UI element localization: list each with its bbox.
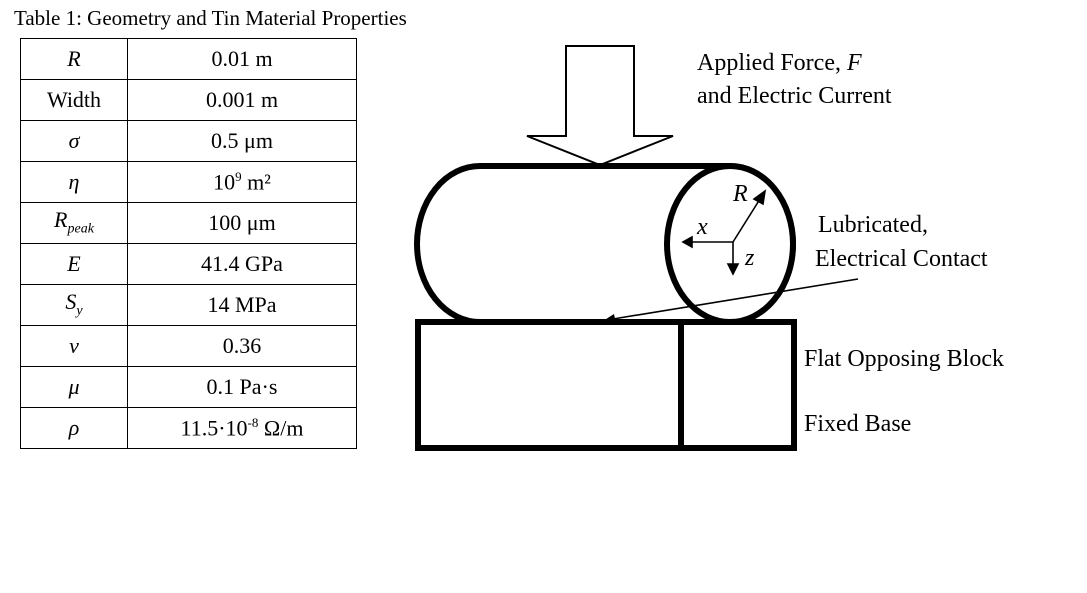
symbol-text: σ [68,128,80,153]
table-row: η 109 m² [20,161,357,203]
property-value: 109 m² [127,161,357,203]
contact-label-line1: Lubricated, [818,212,928,238]
value-text: 11.5·10 [180,415,248,441]
property-value: 41.4 GPa [127,243,357,285]
contact-leader-arrowhead [603,314,616,324]
axis-x-arrowhead [681,235,693,249]
table-row: σ 0.5 μm [20,120,357,162]
table-row: R 0.01 m [20,38,357,80]
axis-r-label: R [732,181,748,207]
value-superscript: -8 [247,415,259,431]
value-text: 0.1 Pa·s [206,374,278,399]
value-text: 0.36 [222,333,262,358]
symbol-text: ν [69,333,79,358]
table-row: ν 0.36 [20,325,357,367]
symbol-text: R [67,46,81,71]
force-label-text: Applied Force, [697,50,847,76]
symbol-text: E [67,251,81,276]
symbol-text: μ [68,374,80,399]
value-text: 41.4 GPa [201,251,283,276]
symbol-subscript: y [76,303,83,319]
block-label: Flat Opposing Block [804,346,1004,372]
property-symbol: R [20,38,128,80]
contact-leader-line [612,278,859,320]
value-text: 0.5 μm [211,128,273,153]
force-label-line2: and Electric Current [697,83,892,109]
applied-force-arrow [526,45,674,167]
table-caption: Table 1: Geometry and Tin Material Prope… [14,6,407,30]
value-superscript: 9 [235,169,242,185]
property-value: 0.01 m [127,38,357,80]
value-text: 10 [213,169,236,195]
axis-r-arrowhead [752,189,767,206]
property-symbol: η [20,161,128,203]
flat-opposing-block [415,319,797,451]
property-value: 11.5·10-8 Ω/m [127,407,357,449]
symbol-text: S [65,289,77,315]
axis-x-label: x [696,214,708,240]
value-text: 14 MPa [207,292,277,317]
symbol-subscript: peak [67,221,94,237]
value-text: 100 μm [208,210,276,235]
property-value: 0.36 [127,325,357,367]
property-symbol: σ [20,120,128,162]
value-text: 0.001 m [205,87,279,112]
table-row: Rpeak 100 μm [20,202,357,244]
symbol-text: ρ [68,415,80,440]
table-row: E 41.4 GPa [20,243,357,285]
property-symbol: Rpeak [20,202,128,244]
symbol-text: Width [46,87,102,112]
axis-z-label: z [744,245,755,271]
contact-label-line2: Electrical Contact [815,246,988,272]
property-symbol: Width [20,79,128,121]
value-text: 0.01 m [211,46,273,71]
property-value: 100 μm [127,202,357,244]
symbol-text: R [54,207,68,233]
symbol-text: η [68,169,80,194]
value-unit: Ω/m [258,415,304,441]
coordinate-axes [681,189,767,276]
force-label: Applied Force, F [697,50,862,76]
value-unit: m² [241,169,271,195]
force-label-symbol: F [846,50,862,76]
table-row: ρ 11.5·10-8 Ω/m [20,407,357,449]
base-label: Fixed Base [804,411,911,437]
property-value: 14 MPa [127,284,357,326]
table-row: Sy 14 MPa [20,284,357,326]
property-symbol: ρ [20,407,128,449]
axis-z-arrowhead [726,263,740,276]
